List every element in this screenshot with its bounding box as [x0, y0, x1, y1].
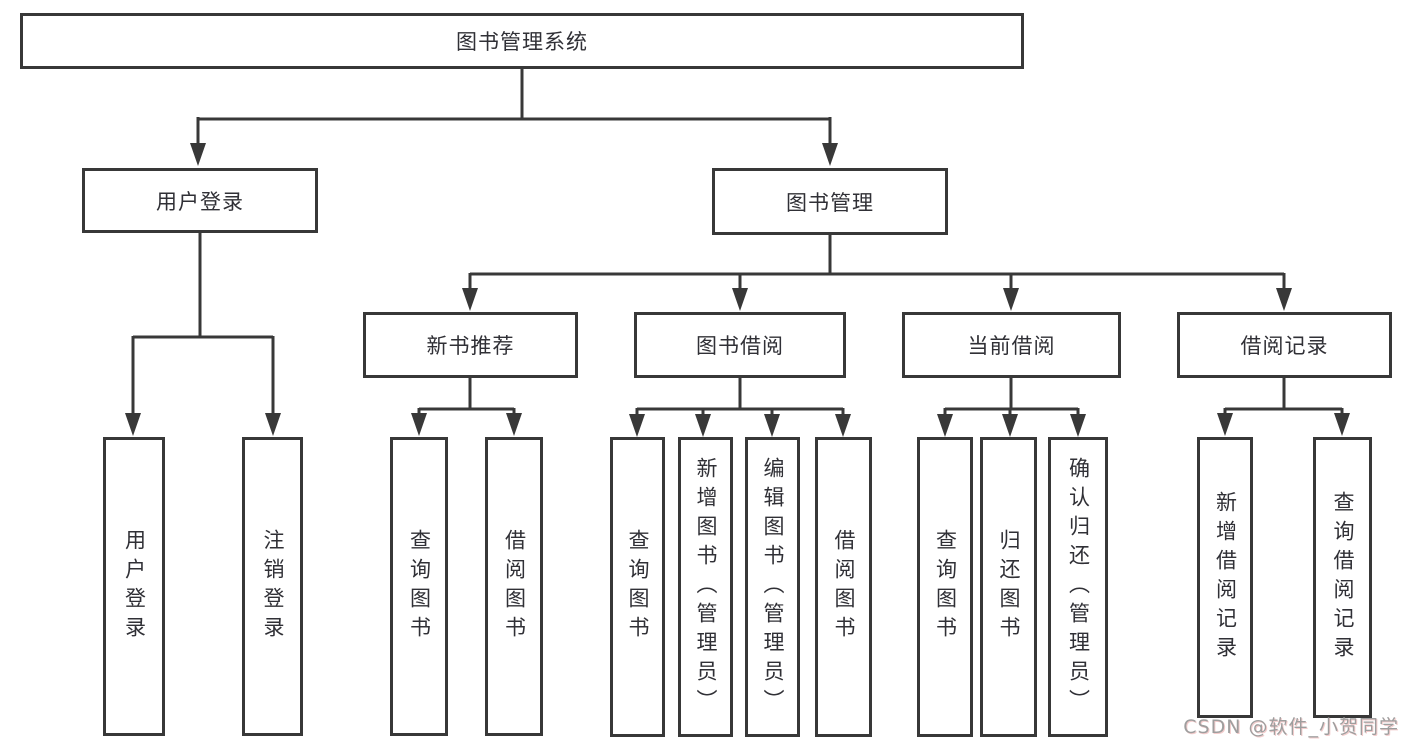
leaf-query-books-recommend: 查询图书: [390, 437, 448, 736]
node-label: 注销登录: [261, 528, 285, 645]
node-book-management: 图书管理: [712, 168, 948, 235]
node-new-book-recommend: 新书推荐: [363, 312, 578, 378]
node-label: 查询图书: [407, 528, 432, 645]
leaf-return-books: 归还图书: [980, 437, 1037, 737]
node-label: 借阅记录: [1240, 334, 1329, 358]
node-label: 图书管理: [786, 190, 874, 215]
node-label: 用户登录: [122, 528, 147, 645]
leaf-query-books-borrow: 查询图书: [610, 437, 665, 737]
node-label: 用户登录: [156, 189, 244, 214]
node-label: 图书管理系统: [456, 30, 588, 54]
leaf-query-books-current: 查询图书: [917, 437, 973, 737]
leaf-borrow-books-recommend: 借阅图书: [485, 437, 543, 736]
csdn-watermark: CSDN @软件_小贺同学: [1183, 716, 1399, 738]
node-label: 归还图书: [997, 529, 1021, 645]
node-label: 新书推荐: [426, 334, 515, 358]
node-label: 查询图书: [626, 529, 650, 645]
node-label: 确认归还（管理员）: [1066, 456, 1091, 718]
leaf-add-books-admin: 新增图书（管理员）: [678, 437, 733, 737]
leaf-confirm-return-admin: 确认归还（管理员）: [1048, 437, 1108, 737]
leaf-edit-books-admin: 编辑图书（管理员）: [745, 437, 800, 737]
node-label: 图书借阅: [696, 334, 784, 358]
node-current-borrowing: 当前借阅: [902, 312, 1121, 378]
leaf-borrow-books: 借阅图书: [815, 437, 872, 737]
node-label: 借阅图书: [832, 529, 856, 645]
leaf-user-login: 用户登录: [103, 437, 165, 736]
node-book-borrowing: 图书借阅: [634, 312, 846, 378]
leaf-add-borrow-record: 新增借阅记录: [1197, 437, 1253, 718]
node-user-login: 用户登录: [82, 168, 318, 233]
leaf-logout: 注销登录: [242, 437, 303, 736]
node-label: 编辑图书（管理员）: [761, 456, 785, 718]
node-label: 当前借阅: [967, 334, 1056, 358]
node-label: 新增借阅记录: [1213, 490, 1238, 665]
node-label: 借阅图书: [502, 528, 527, 645]
node-library-system: 图书管理系统: [20, 13, 1024, 69]
node-label: 查询图书: [933, 529, 958, 645]
node-borrowing-records: 借阅记录: [1177, 312, 1392, 378]
node-label: 查询借阅记录: [1331, 490, 1355, 665]
node-label: 新增图书（管理员）: [694, 456, 718, 718]
leaf-query-borrow-record: 查询借阅记录: [1313, 437, 1372, 718]
